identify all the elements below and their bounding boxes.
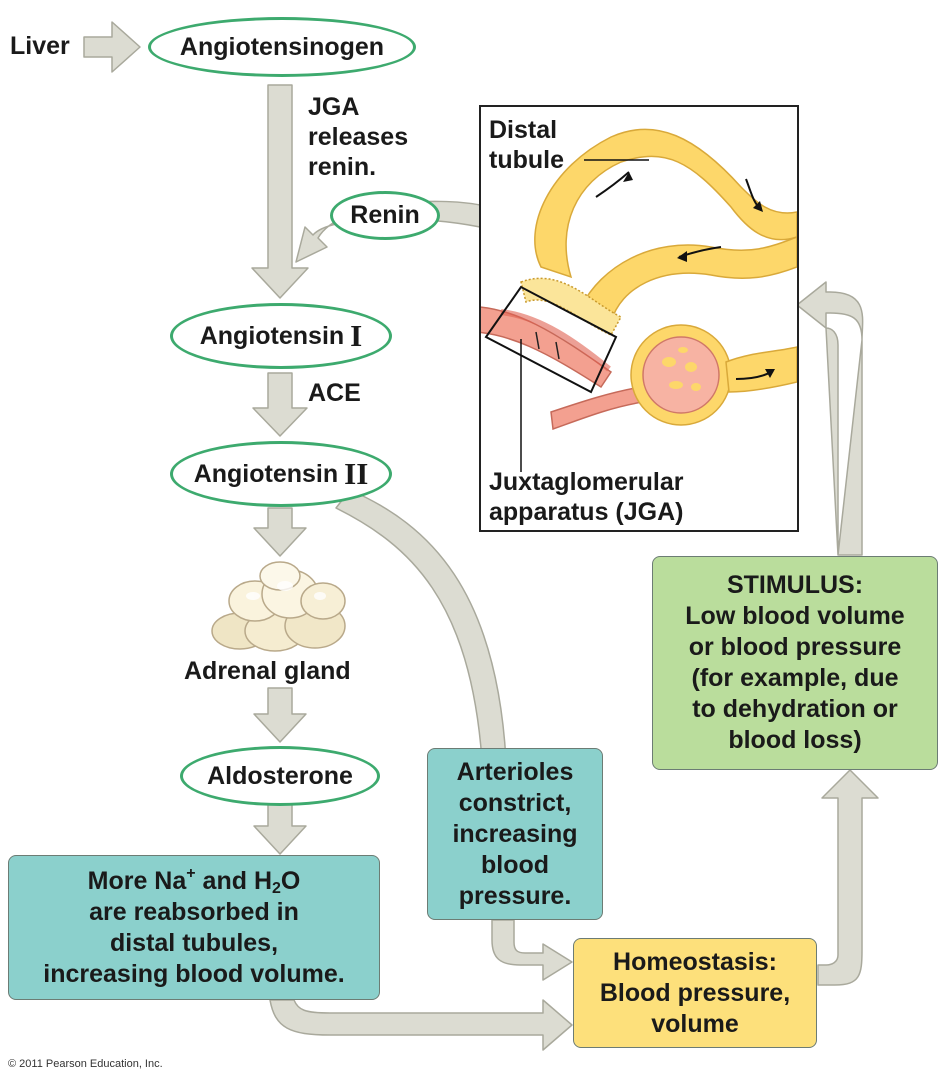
angiotensinogen-label: Angiotensinogen	[179, 32, 385, 61]
angiotensinogen-node: Angiotensinogen	[148, 17, 416, 77]
liver-arrow	[83, 21, 141, 73]
copyright: © 2011 Pearson Education, Inc.	[8, 1058, 163, 1070]
angiotensin-1-node: Angiotensin I	[170, 303, 392, 369]
reabsorb-arrow	[253, 801, 307, 855]
arterioles-to-homeostasis-arrow	[491, 919, 573, 981]
nephron-illustration	[481, 128, 797, 472]
ace-arrow	[252, 372, 308, 437]
aldosterone-node: Aldosterone	[180, 746, 380, 806]
angiotensinogen-down-arrow	[251, 84, 309, 299]
angiotensin-2-node: Angiotensin II	[170, 441, 392, 507]
aldosterone-label: Aldosterone	[207, 761, 353, 790]
ace-label: ACE	[308, 379, 361, 407]
adrenal-gland-label: Adrenal gland	[184, 657, 351, 685]
homeostasis-box: Homeostasis: Blood pressure, volume	[573, 938, 817, 1048]
jga-label: Juxtaglomerular apparatus (JGA)	[489, 468, 684, 526]
reabsorb-box: More Na+ and H2O are reabsorbed in dista…	[8, 855, 380, 1000]
homeostasis-to-stimulus-arrow	[817, 769, 879, 986]
arterioles-box: Arterioles constrict, increasing blood p…	[427, 748, 603, 920]
reabsorb-line-1: More Na+ and H2O	[87, 864, 301, 897]
jga-inset: Distal tubule Juxtaglomerular apparatus …	[479, 105, 799, 532]
jga-releases-renin-label: JGA releases renin.	[308, 93, 409, 181]
angiotensin-1-label: Angiotensin	[199, 321, 345, 350]
adrenal-arrow	[253, 507, 307, 557]
renin-node: Renin	[330, 191, 440, 240]
renin-label: Renin	[350, 201, 420, 229]
stimulus-box: STIMULUS: Low blood volume or blood pres…	[652, 556, 938, 770]
aldosterone-arrow	[253, 687, 307, 743]
distal-tubule-label: Distal tubule	[489, 116, 564, 174]
stimulus-to-jga-arrow	[796, 281, 864, 556]
liver-label: Liver	[10, 32, 70, 60]
reabsorb-to-homeostasis-arrow	[269, 999, 573, 1051]
adrenal-gland-illustration	[211, 561, 346, 652]
angiotensin-1-numeral: I	[350, 318, 363, 353]
angiotensin-2-numeral: II	[344, 456, 369, 491]
angiotensin-2-label: Angiotensin	[193, 459, 339, 488]
